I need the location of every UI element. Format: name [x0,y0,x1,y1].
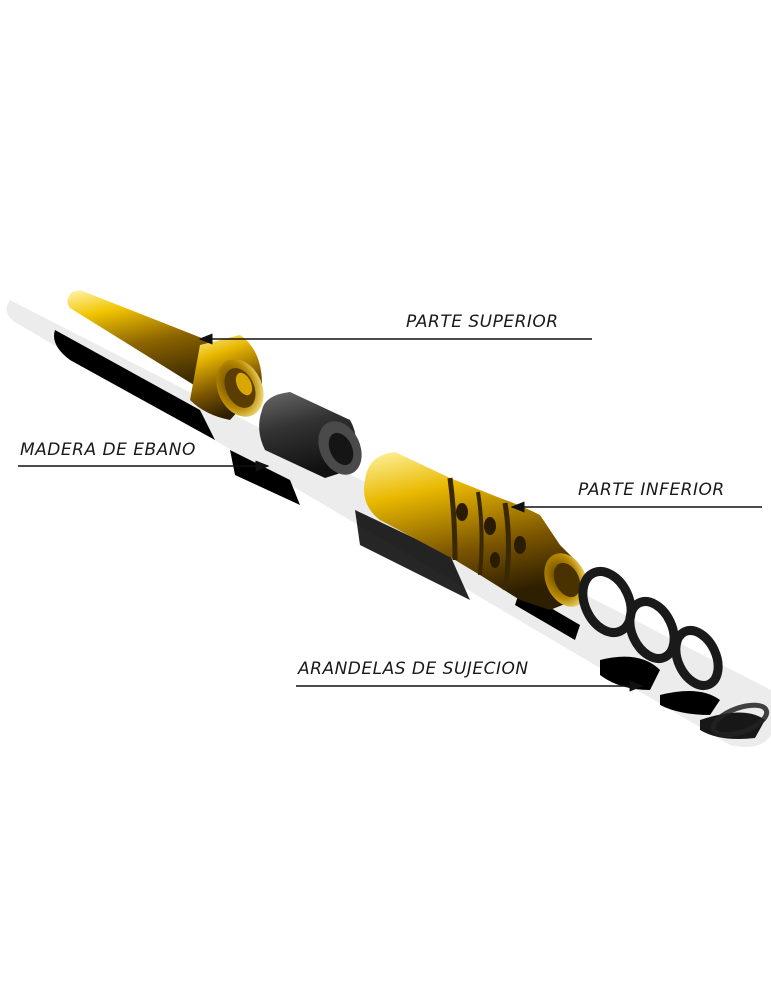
label-arandelas-de-sujecion: ARANDELAS DE SUJECION [298,659,529,679]
label-parte-superior: PARTE SUPERIOR [406,312,559,332]
black-washer-icon [578,567,770,738]
label-madera-de-ebano: MADERA DE EBANO [20,440,196,460]
label-parte-inferior: PARTE INFERIOR [578,480,725,500]
gold-lower-body-icon [364,452,588,610]
ebony-wood-spacer-icon [259,392,362,478]
gold-upper-cylinder-icon [67,290,264,420]
callout-lines [18,333,762,692]
